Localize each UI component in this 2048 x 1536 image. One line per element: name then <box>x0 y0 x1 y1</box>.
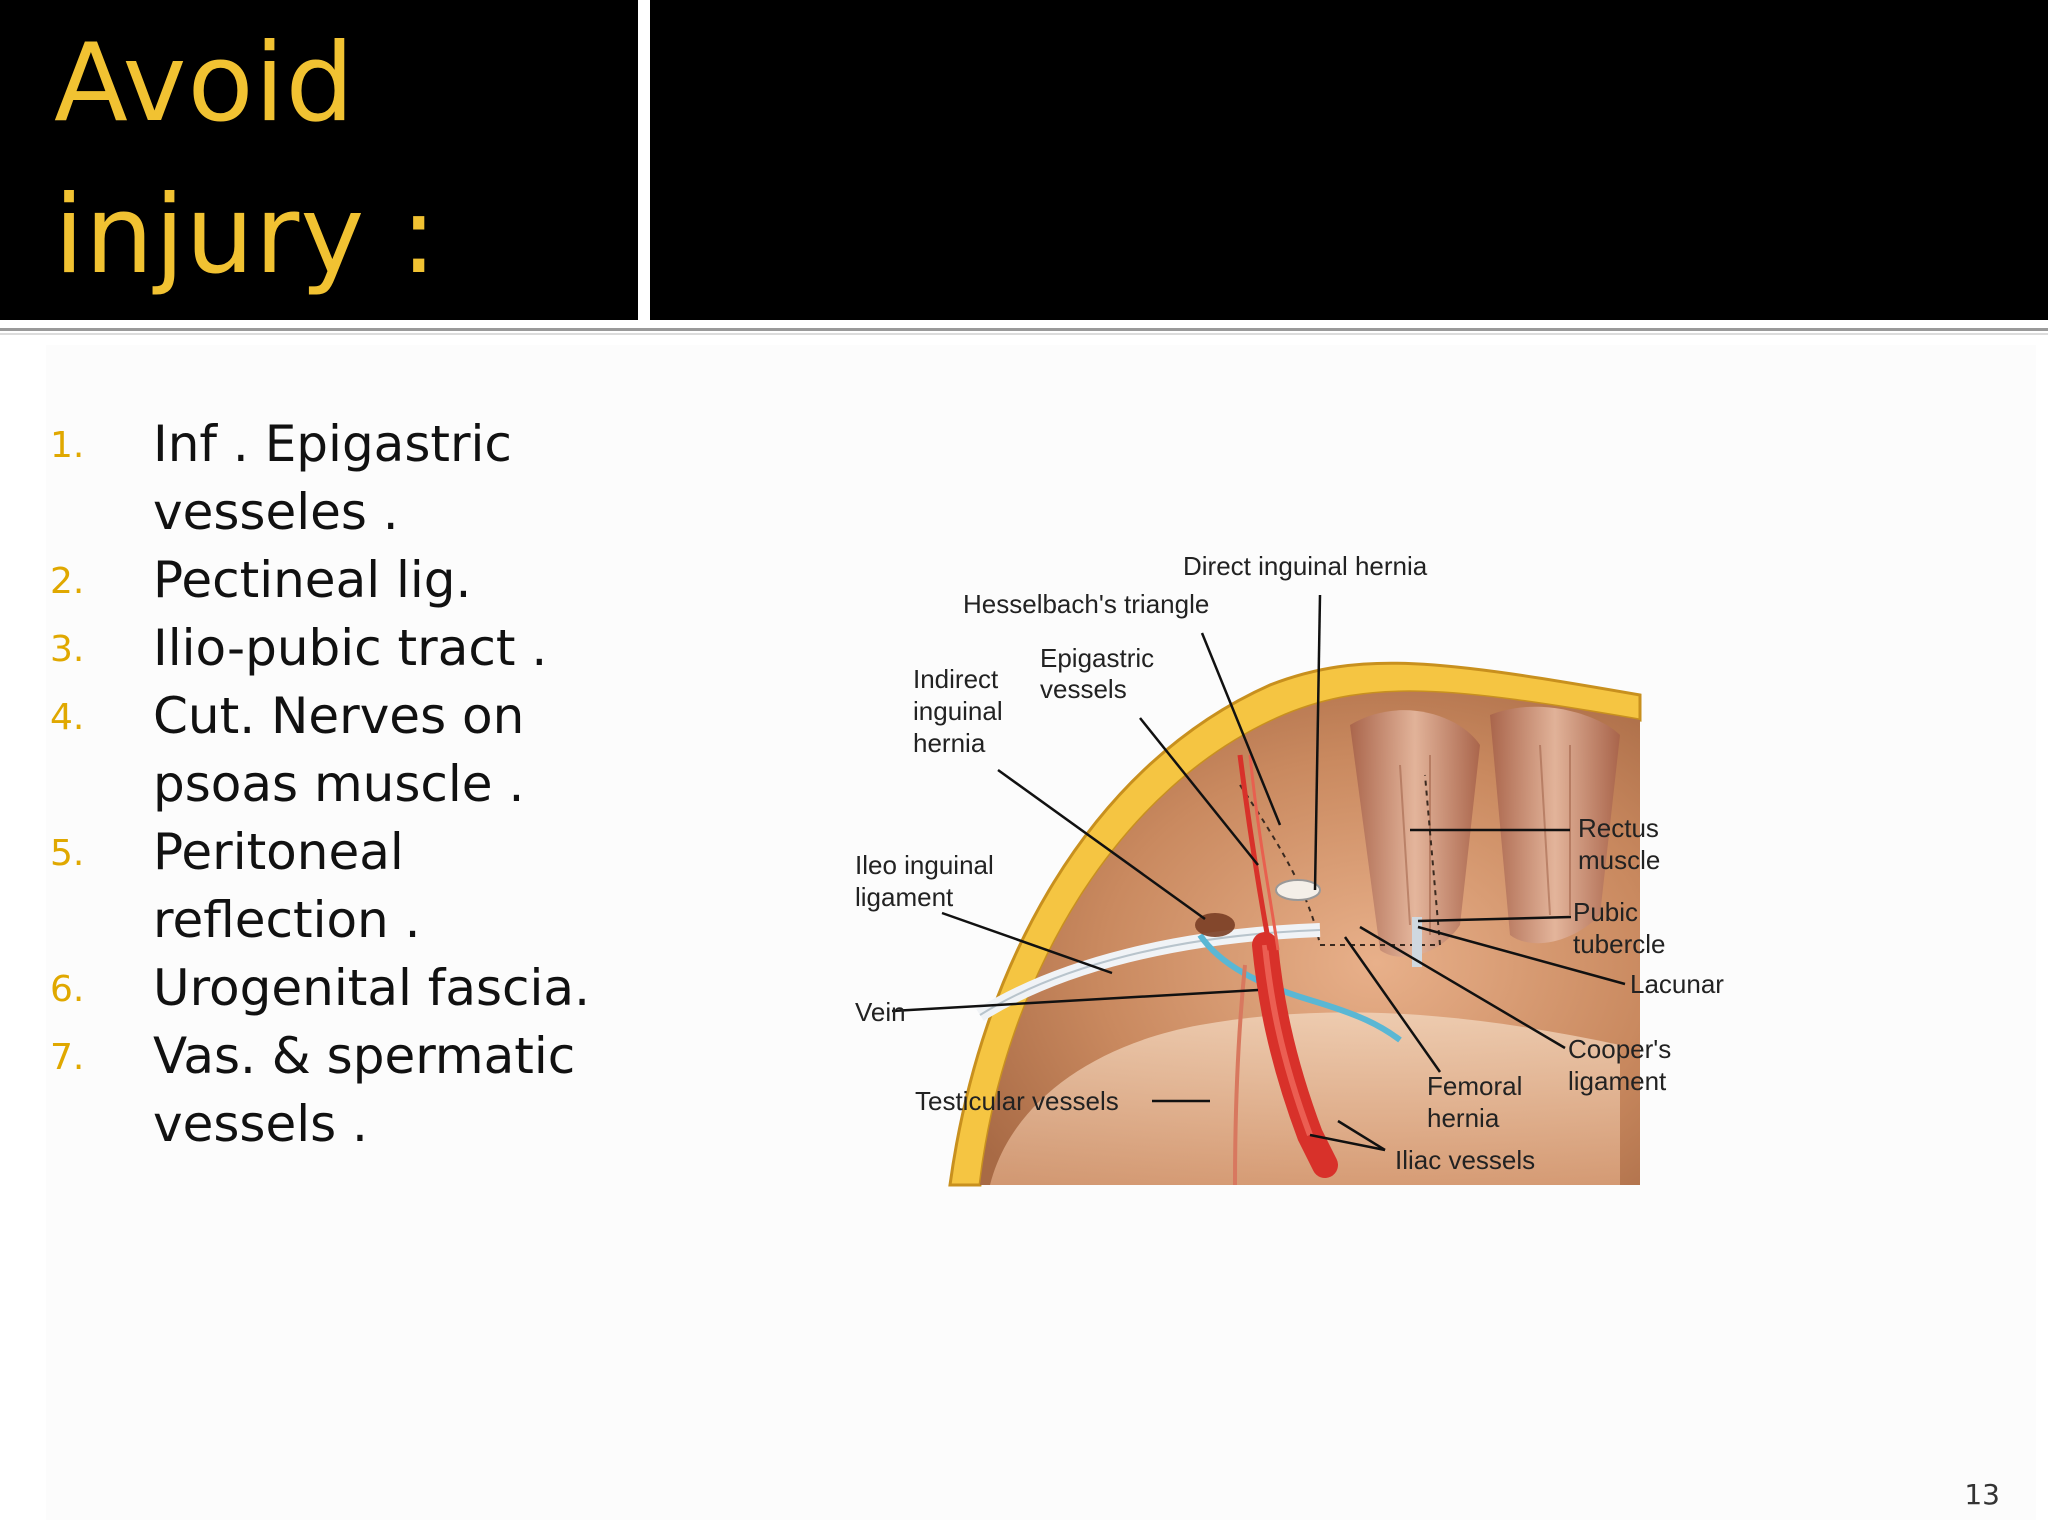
direct-hernia-site <box>1275 879 1321 901</box>
figure-labels: Direct inguinal hernia Hesselbach's tria… <box>855 551 1724 1175</box>
list-number: 6. <box>50 969 85 1010</box>
rectus-muscle-left <box>1350 710 1480 957</box>
list-text: Inf . Epigastric <box>153 415 512 473</box>
vein-vessel <box>1197 933 1402 1043</box>
label-direct-inguinal-hernia: Direct inguinal hernia <box>1183 551 1428 581</box>
label-epigastric-vessels: Epigastric <box>1040 643 1154 673</box>
injury-list: 1. Inf . Epigastric vesseles . 2. Pectineal… <box>50 410 610 1158</box>
label-ileo-inguinal-ligament: ligament <box>855 882 954 912</box>
list-item: 7. Vas. & spermatic vessels . <box>50 1022 610 1158</box>
list-item: 6. Urogenital fascia. <box>50 954 610 1022</box>
list-text: Urogenital fascia. <box>153 959 590 1017</box>
page-number: 13 <box>1964 1478 2000 1511</box>
list-number: 2. <box>50 561 85 602</box>
list-text: Cut. Nerves on <box>153 687 525 745</box>
title-bar-left: Avoid injury : <box>0 0 638 320</box>
list-text: vesseles . <box>153 483 399 541</box>
testicular-vessels-line <box>1233 964 1247 1186</box>
label-lacunar: Lacunar <box>1630 969 1724 999</box>
list-text: Pectineal lig. <box>153 551 472 609</box>
label-hesselbach-triangle: Hesselbach's triangle <box>963 589 1209 619</box>
list-number: 3. <box>50 629 85 670</box>
rectus-muscle-right <box>1490 706 1620 944</box>
label-iliac-vessels: Iliac vessels <box>1395 1145 1535 1175</box>
list-number: 1. <box>50 425 85 466</box>
label-rectus-muscle: Rectus <box>1578 813 1659 843</box>
label-testicular-vessels: Testicular vessels <box>915 1086 1119 1116</box>
epigastric-vein <box>1248 754 1280 951</box>
slide-title: Avoid injury : <box>54 8 438 312</box>
label-epigastric-vessels: vessels <box>1040 674 1127 704</box>
label-vein: Vein <box>855 997 906 1027</box>
list-item: 1. Inf . Epigastric vesseles . <box>50 410 610 546</box>
divider-shadow <box>0 333 2048 335</box>
title-bar-right <box>650 0 2048 320</box>
label-indirect-hernia: inguinal <box>913 696 1003 726</box>
list-number: 5. <box>50 833 85 874</box>
list-item: 3. Ilio-pubic tract . <box>50 614 610 682</box>
list-number: 7. <box>50 1037 85 1078</box>
list-item: 5. Peritoneal reflection . <box>50 818 610 954</box>
label-ileo-inguinal-ligament: Ileo inguinal <box>855 850 994 880</box>
muscle-fibers <box>1399 744 1571 935</box>
label-coopers-ligament: Cooper's <box>1568 1034 1671 1064</box>
list-number: 4. <box>50 697 85 738</box>
label-indirect-hernia: hernia <box>913 728 986 758</box>
label-femoral-hernia: Femoral <box>1427 1071 1522 1101</box>
label-femoral-hernia: hernia <box>1427 1103 1500 1133</box>
title-line-1: Avoid <box>54 21 356 146</box>
list-text: vessels . <box>153 1095 368 1153</box>
list-text: reflection . <box>153 891 421 949</box>
list-text: Peritoneal <box>153 823 404 881</box>
list-item: 4. Cut. Nerves on psoas muscle . <box>50 682 610 818</box>
title-line-2: injury : <box>54 173 438 298</box>
list-item: 2. Pectineal lig. <box>50 546 610 614</box>
label-coopers-ligament: ligament <box>1568 1066 1667 1096</box>
label-pubic-tubercle: Pubic <box>1573 897 1638 927</box>
divider-line <box>0 328 2048 331</box>
label-pubic-tubercle: tubercle <box>1573 929 1666 959</box>
list-text: Ilio-pubic tract . <box>153 619 548 677</box>
label-rectus-muscle: muscle <box>1578 845 1660 875</box>
leader-lines <box>891 594 1626 1152</box>
label-indirect-hernia: Indirect <box>913 664 999 694</box>
list-text: psoas muscle . <box>153 755 525 813</box>
list-text: Vas. & spermatic <box>153 1027 576 1085</box>
pubic-tubercle-marker <box>1412 917 1422 967</box>
inguinal-anatomy-figure: Direct inguinal hernia Hesselbach's tria… <box>855 551 1724 1187</box>
